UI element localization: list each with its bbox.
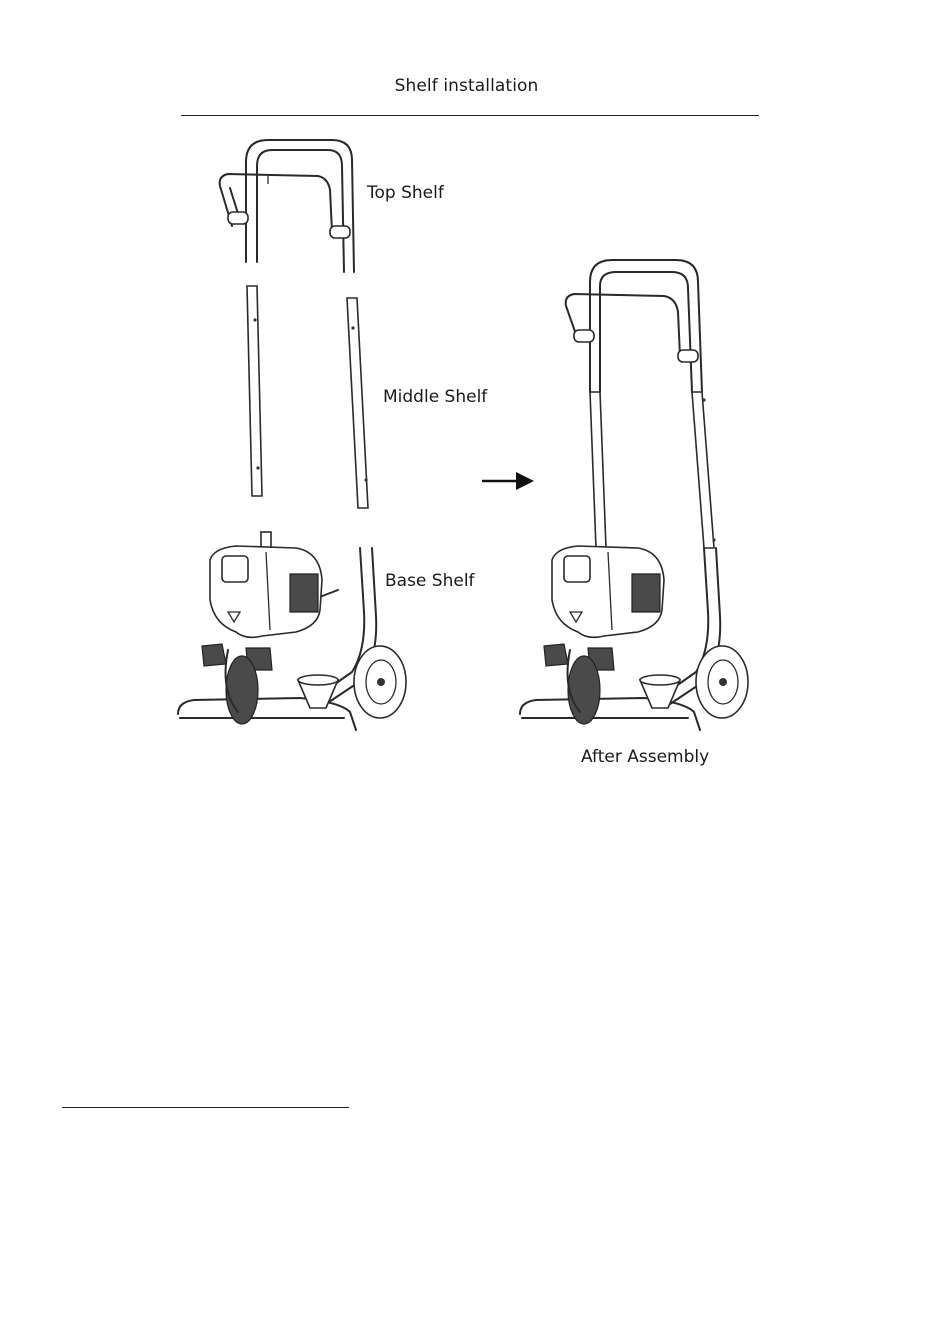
assembled-cart [520,260,748,730]
footnote-divider [62,1107,349,1108]
middle-shelf-tubes [247,286,368,508]
base-shelf-label: Base Shelf [385,571,475,591]
middle-shelf-label: Middle Shelf [383,387,487,407]
base-shelf-cart [178,532,406,730]
after-assembly-label: After Assembly [581,747,709,767]
top-shelf-handle [220,140,354,272]
top-shelf-label: Top Shelf [367,183,444,203]
arrow-right-icon [482,472,534,490]
